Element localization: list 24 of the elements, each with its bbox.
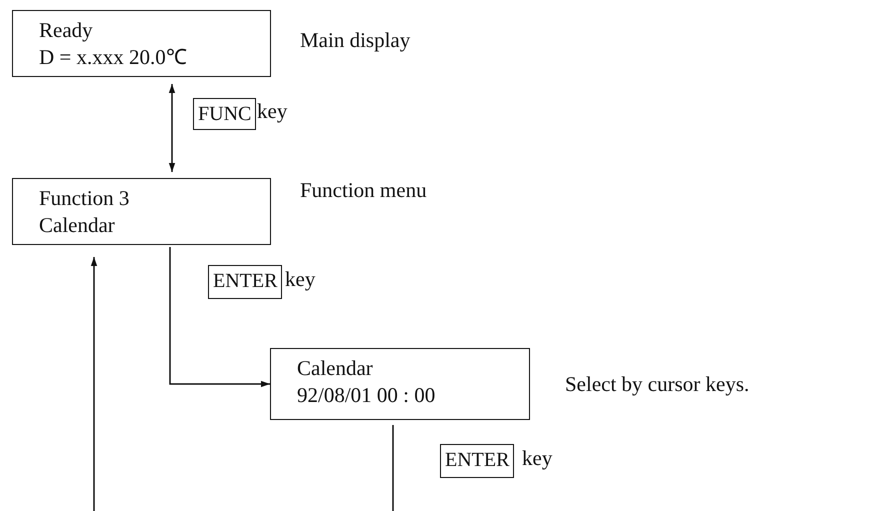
key-box bbox=[208, 265, 282, 299]
description-text: Main display bbox=[300, 28, 410, 53]
key-label: key bbox=[285, 267, 316, 292]
display-box bbox=[270, 348, 530, 420]
key-name: ENTER bbox=[213, 269, 278, 294]
description-text: Function menu bbox=[300, 178, 427, 203]
display-line: D = x.xxx 20.0℃ bbox=[39, 44, 188, 71]
display-line: Ready bbox=[39, 17, 94, 44]
key-label: key bbox=[257, 99, 288, 124]
display-line: Calendar bbox=[39, 212, 116, 239]
key-box bbox=[440, 444, 514, 478]
key-box bbox=[193, 98, 256, 130]
description-text: Select by cursor keys. bbox=[565, 372, 750, 397]
arrow bbox=[169, 247, 270, 388]
display-line: Function 3 bbox=[39, 185, 130, 212]
arrow bbox=[90, 257, 98, 511]
arrow bbox=[168, 84, 176, 172]
display-line: 92/08/01 00 : 00 bbox=[297, 382, 436, 409]
key-label: key bbox=[522, 446, 552, 471]
display-line: Calendar bbox=[297, 355, 374, 382]
key-name: ENTER bbox=[445, 448, 510, 473]
display-box bbox=[12, 10, 271, 77]
key-name: FUNC bbox=[198, 102, 252, 127]
display-box bbox=[12, 178, 271, 245]
